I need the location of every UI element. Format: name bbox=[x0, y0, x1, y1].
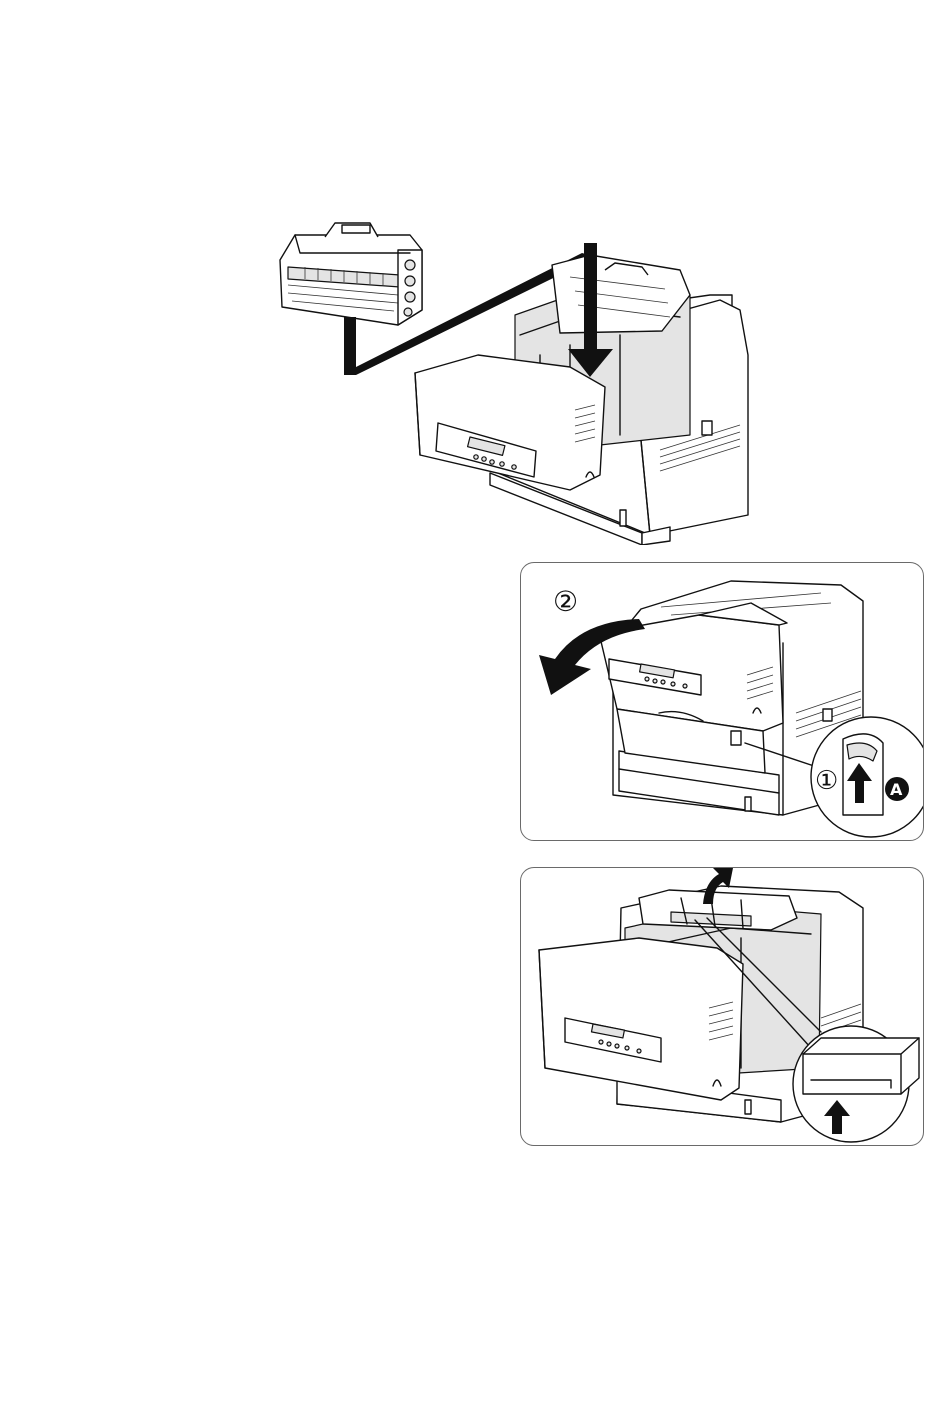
printer-icon bbox=[415, 255, 748, 545]
latch-callout: A ① bbox=[811, 717, 923, 837]
drum-insertion-illustration bbox=[270, 215, 770, 545]
lever-callout bbox=[793, 1026, 919, 1142]
step-number-1: ① bbox=[815, 766, 838, 796]
step-number-2: ② bbox=[553, 585, 578, 618]
lift-lever-panel bbox=[520, 867, 924, 1146]
drum-cartridge-icon bbox=[280, 223, 422, 325]
latch-button-icon bbox=[731, 731, 741, 745]
callout-letter: A bbox=[890, 780, 903, 799]
open-front-cover-panel: ② A ① bbox=[520, 562, 924, 841]
